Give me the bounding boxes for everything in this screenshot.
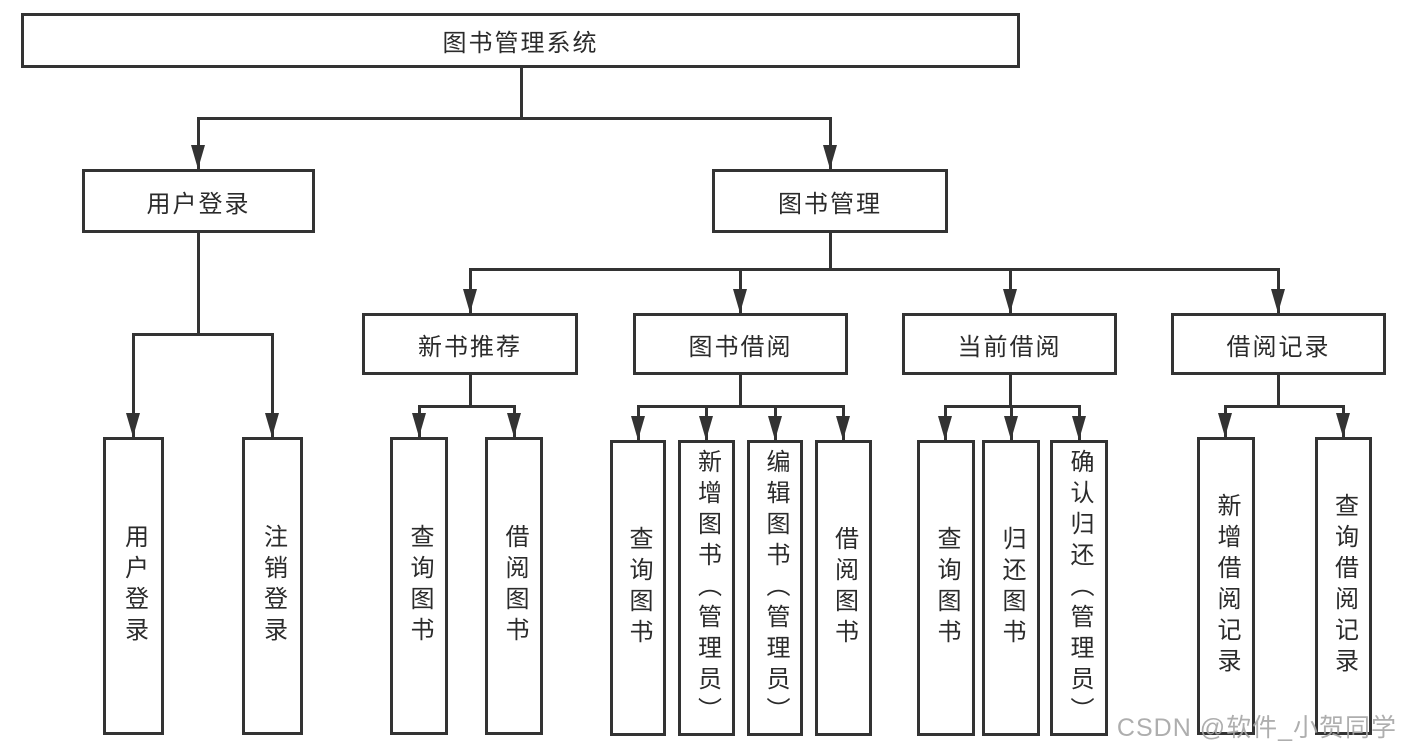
node-book-management: 图书管理 [712, 169, 948, 233]
arrowhead-icon [126, 413, 140, 437]
arrowhead-icon [699, 416, 713, 440]
leaf-query-borrow-record-label: 查询借阅记录 [1330, 493, 1358, 679]
leaf-newbook-query-books-label: 查询图书 [406, 524, 433, 648]
arrowhead-icon [1336, 413, 1350, 437]
arrowhead-icon [733, 289, 747, 313]
connector-line [271, 333, 274, 437]
arrowhead-icon [836, 416, 850, 440]
connector-line [829, 117, 832, 169]
leaf-user-login-label: 用户登录 [120, 524, 148, 648]
node-book-borrow: 图书借阅 [633, 313, 848, 375]
arrowhead-icon [265, 413, 279, 437]
leaf-return-books: 归还图书 [982, 440, 1040, 736]
leaf-newbook-query-books: 查询图书 [390, 437, 448, 735]
leaf-add-borrow-record-label: 新增借阅记录 [1213, 493, 1240, 679]
arrowhead-icon [1004, 416, 1018, 440]
node-root: 图书管理系统 [21, 13, 1020, 68]
leaf-query-borrow-record: 查询借阅记录 [1315, 437, 1372, 735]
node-new-book-recommend-label: 新书推荐 [418, 333, 522, 361]
leaf-borrow-books: 借阅图书 [815, 440, 872, 736]
leaf-current-query-books: 查询图书 [917, 440, 975, 736]
node-borrow-record: 借阅记录 [1171, 313, 1386, 375]
connector-line [739, 375, 742, 407]
node-book-borrow-label: 图书借阅 [688, 333, 793, 361]
connector-line [520, 68, 523, 118]
node-book-management-label: 图书管理 [778, 190, 882, 218]
arrowhead-icon [191, 145, 205, 169]
arrowhead-icon [463, 289, 477, 313]
leaf-return-books-label: 归还图书 [998, 526, 1025, 650]
leaf-newbook-borrow-books-label: 借阅图书 [501, 524, 528, 648]
connector-line [132, 333, 274, 336]
node-user-login: 用户登录 [82, 169, 315, 233]
leaf-edit-book-admin: 编辑图书（管理员） [747, 440, 803, 736]
leaf-add-book-admin: 新增图书（管理员） [678, 440, 735, 736]
arrowhead-icon [1003, 289, 1017, 313]
connector-line [829, 233, 832, 271]
leaf-confirm-return-admin: 确认归还（管理员） [1050, 440, 1108, 736]
arrowhead-icon [1271, 289, 1285, 313]
connector-line [469, 375, 472, 407]
node-user-login-label: 用户登录 [146, 190, 251, 218]
arrowhead-icon [1218, 413, 1232, 437]
leaf-current-query-books-label: 查询图书 [933, 526, 960, 650]
leaf-add-book-admin-label: 新增图书（管理员） [693, 448, 721, 728]
leaf-edit-book-admin-label: 编辑图书（管理员） [762, 448, 789, 728]
node-current-borrow-label: 当前借阅 [957, 333, 1062, 361]
arrowhead-icon [938, 416, 952, 440]
leaf-borrow-query-books-label: 查询图书 [625, 526, 652, 650]
connector-line [132, 333, 135, 437]
leaf-logout: 注销登录 [242, 437, 303, 735]
leaf-add-borrow-record: 新增借阅记录 [1197, 437, 1255, 735]
leaf-logout-label: 注销登录 [259, 524, 287, 648]
node-current-borrow: 当前借阅 [902, 313, 1117, 375]
connector-line [1224, 405, 1345, 408]
node-new-book-recommend: 新书推荐 [362, 313, 578, 375]
connector-line [197, 117, 200, 169]
node-borrow-record-label: 借阅记录 [1226, 333, 1331, 361]
leaf-newbook-borrow-books: 借阅图书 [485, 437, 543, 735]
leaf-confirm-return-admin-label: 确认归还（管理员） [1066, 448, 1093, 728]
connector-line [197, 233, 200, 336]
connector-line [418, 405, 516, 408]
arrowhead-icon [1072, 416, 1086, 440]
leaf-user-login: 用户登录 [103, 437, 164, 735]
arrowhead-icon [412, 413, 426, 437]
arrowhead-icon [823, 145, 837, 169]
leaf-borrow-query-books: 查询图书 [610, 440, 666, 736]
connector-line [469, 268, 1280, 271]
arrowhead-icon [768, 416, 782, 440]
csdn-watermark: CSDN @软件_小贺同学 [1116, 714, 1397, 742]
arrowhead-icon [631, 416, 645, 440]
connector-line [1009, 375, 1012, 407]
connector-line [1277, 375, 1280, 407]
arrowhead-icon [507, 413, 521, 437]
connector-line [197, 117, 831, 120]
connector-line [637, 405, 845, 408]
node-root-label: 图书管理系统 [442, 30, 599, 57]
leaf-borrow-books-label: 借阅图书 [830, 526, 858, 650]
